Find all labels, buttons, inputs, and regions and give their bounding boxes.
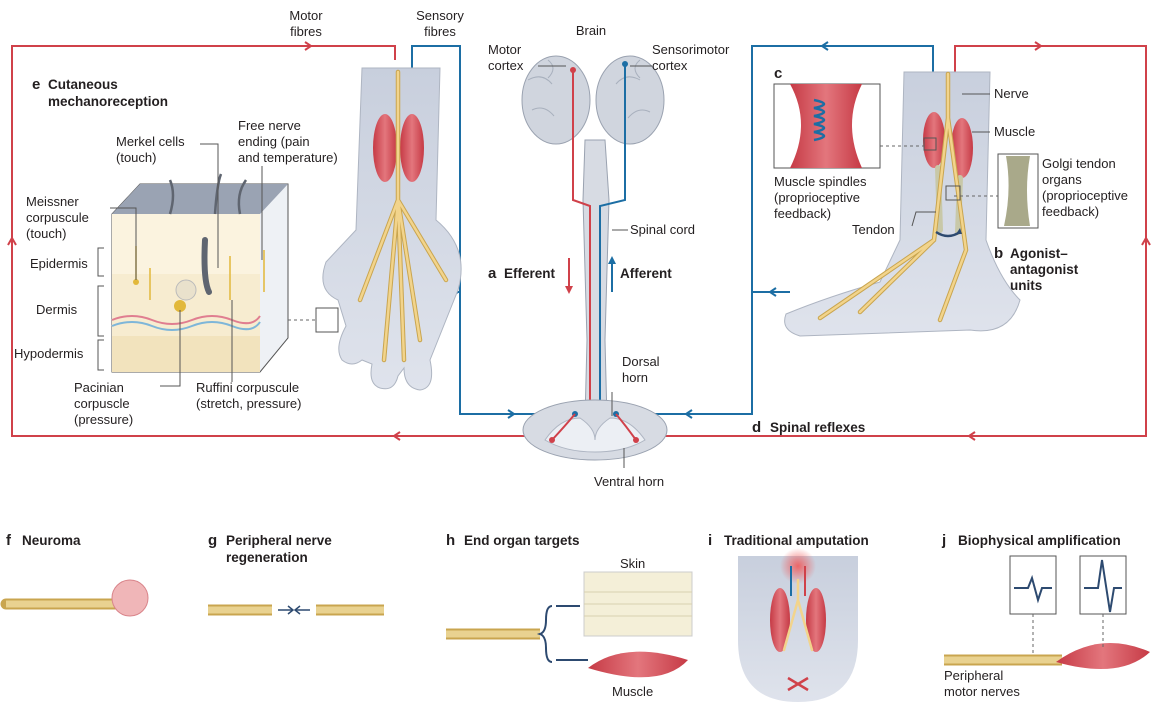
biophysical-label: Biophysical amplification — [958, 533, 1121, 548]
panel-letter-g: g — [208, 532, 217, 549]
spinal-cross-section — [523, 400, 667, 460]
spinal-reflexes-label: Spinal reflexes — [770, 420, 865, 435]
dermis-label: Dermis — [36, 302, 78, 317]
panel-letter-j: j — [941, 532, 946, 549]
epidermis-label: Epidermis — [30, 256, 88, 271]
hypodermis-label: Hypodermis — [14, 346, 84, 361]
end-organ-illustration — [446, 572, 692, 677]
amputation-illustration — [738, 548, 858, 702]
panel-letter-h: h — [446, 532, 455, 549]
regeneration-illustration — [208, 606, 384, 614]
end-organ-label: End organ targets — [464, 533, 580, 548]
afferent-label: Afferent — [620, 266, 672, 281]
biophysical-amplification-illustration — [944, 556, 1150, 669]
hand-arm — [316, 68, 461, 390]
panel-letter-i: i — [708, 532, 712, 549]
panel-letter-f: f — [6, 532, 12, 549]
panel-letter-b: b — [994, 245, 1003, 262]
ventral-horn-label: Ventral horn — [594, 474, 664, 489]
skin-label: Skin — [620, 556, 645, 571]
ruffini-label: Ruffini corpuscule(stretch, pressure) — [196, 380, 301, 411]
golgi-tendon-inset — [998, 154, 1038, 228]
panel-letter-c: c — [774, 65, 782, 82]
brain — [522, 56, 664, 144]
neuroma-label: Neuroma — [22, 533, 81, 548]
panel-letter-d: d — [752, 419, 761, 436]
tendon-label: Tendon — [852, 222, 895, 237]
muscle-bottom-label: Muscle — [612, 684, 653, 699]
muscle-spindle-inset — [774, 84, 880, 168]
spinal-cord — [583, 140, 609, 420]
traditional-amputation-label: Traditional amputation — [724, 533, 869, 548]
efferent-label: Efferent — [504, 266, 556, 281]
panel-letter-e: e — [32, 76, 40, 93]
spinal-cord-label: Spinal cord — [630, 222, 695, 237]
sensory-cortex-neuron — [622, 61, 628, 67]
brain-label: Brain — [576, 23, 606, 38]
neuroma-illustration — [6, 580, 148, 616]
nerve-label: Nerve — [994, 86, 1029, 101]
motor-cortex-neuron — [570, 67, 576, 73]
muscle-label: Muscle — [994, 124, 1035, 139]
panel-letter-a: a — [488, 265, 497, 282]
merkel-label: Merkel cells(touch) — [116, 134, 185, 165]
